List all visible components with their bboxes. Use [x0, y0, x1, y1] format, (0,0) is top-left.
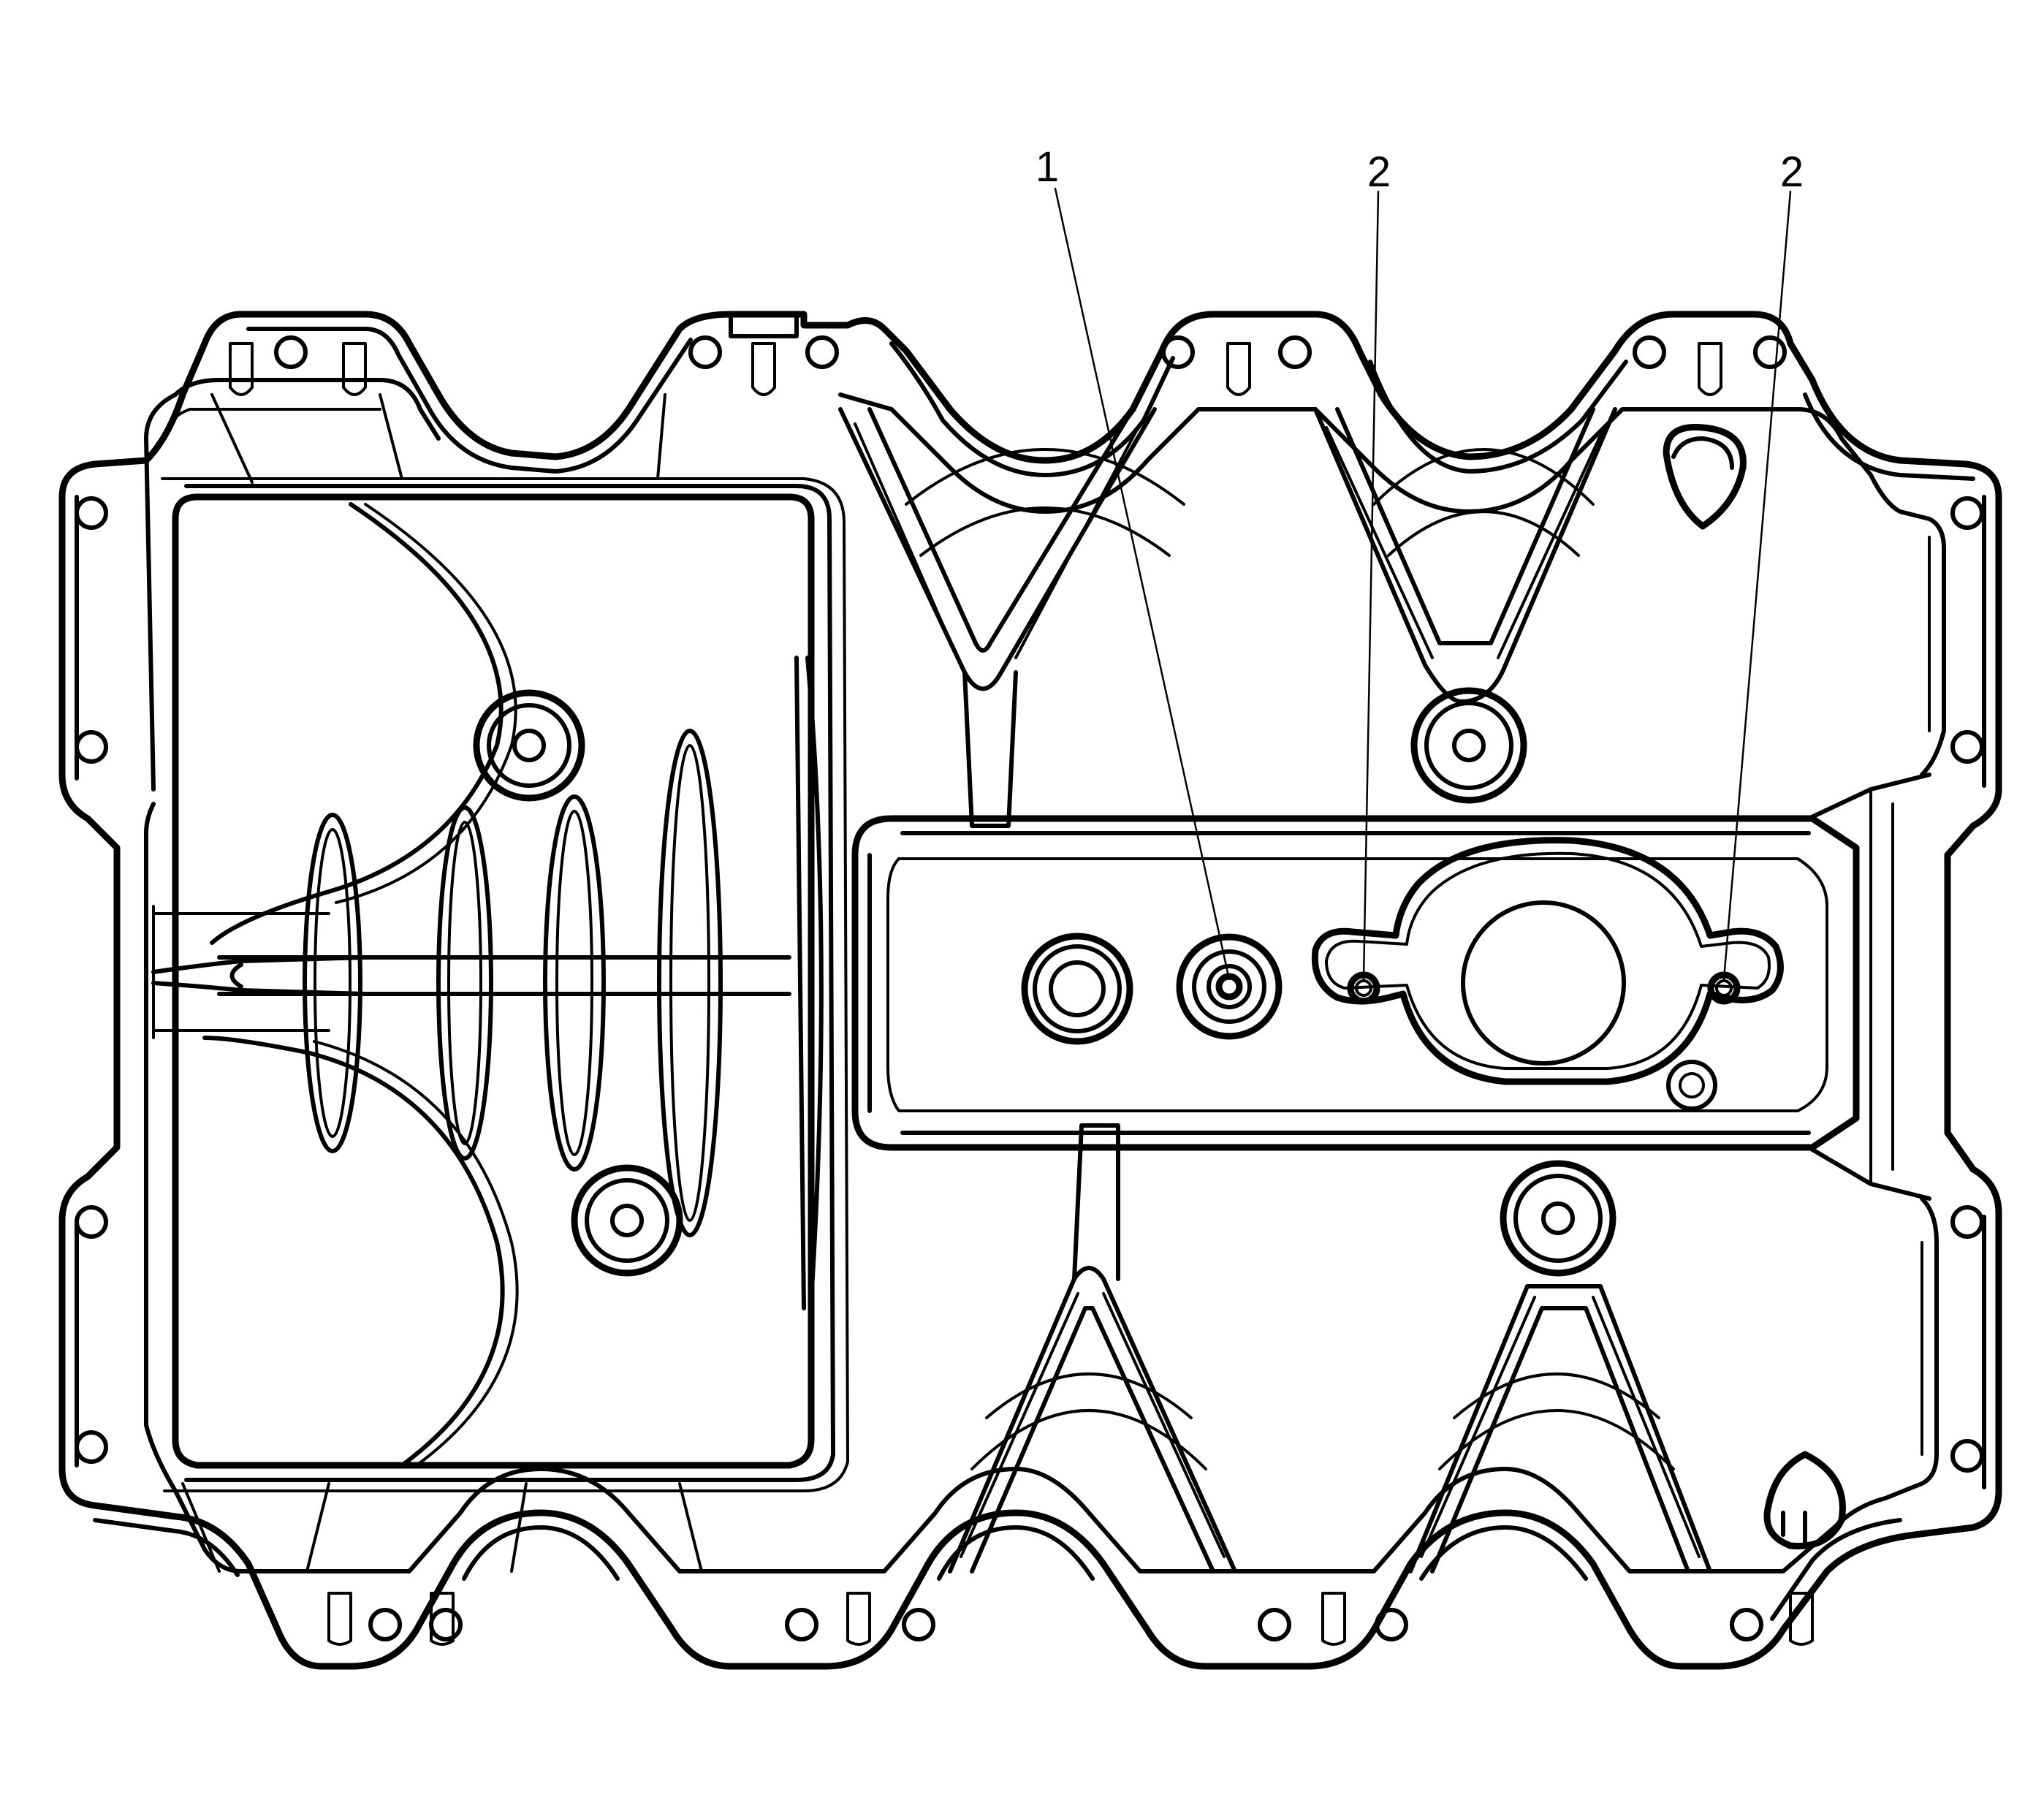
- callout-2a-label: 2: [1367, 148, 1391, 196]
- callout-leaders: [1054, 187, 1792, 981]
- pan-flange: [58, 311, 2002, 1670]
- reinforcement-ribs: [181, 393, 1846, 1573]
- callout-1-label: 1: [1036, 143, 1059, 191]
- center-channel: [851, 772, 1931, 1201]
- bolt-holes: [75, 335, 1984, 1641]
- callout-labels: 1 2 2: [1036, 143, 1804, 196]
- pan-inner-rim: [144, 378, 1946, 1573]
- flange-slots: [229, 312, 1814, 1646]
- sump-well: [151, 477, 849, 1492]
- callout-2b-label: 2: [1780, 148, 1804, 196]
